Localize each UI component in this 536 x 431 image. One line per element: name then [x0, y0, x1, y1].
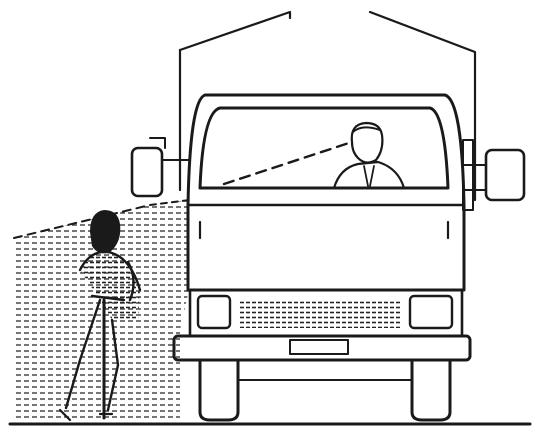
front-grille [172, 288, 472, 362]
right-mirror [462, 148, 526, 202]
left-mirror [130, 137, 191, 198]
sight-line [222, 140, 354, 186]
windshield [198, 106, 450, 190]
truck-cab [186, 93, 474, 292]
blind-spot-zone [13, 199, 191, 420]
front-wheels [198, 358, 452, 422]
cyclist [58, 210, 142, 422]
cargo-box [178, 10, 477, 202]
driver [332, 121, 406, 190]
